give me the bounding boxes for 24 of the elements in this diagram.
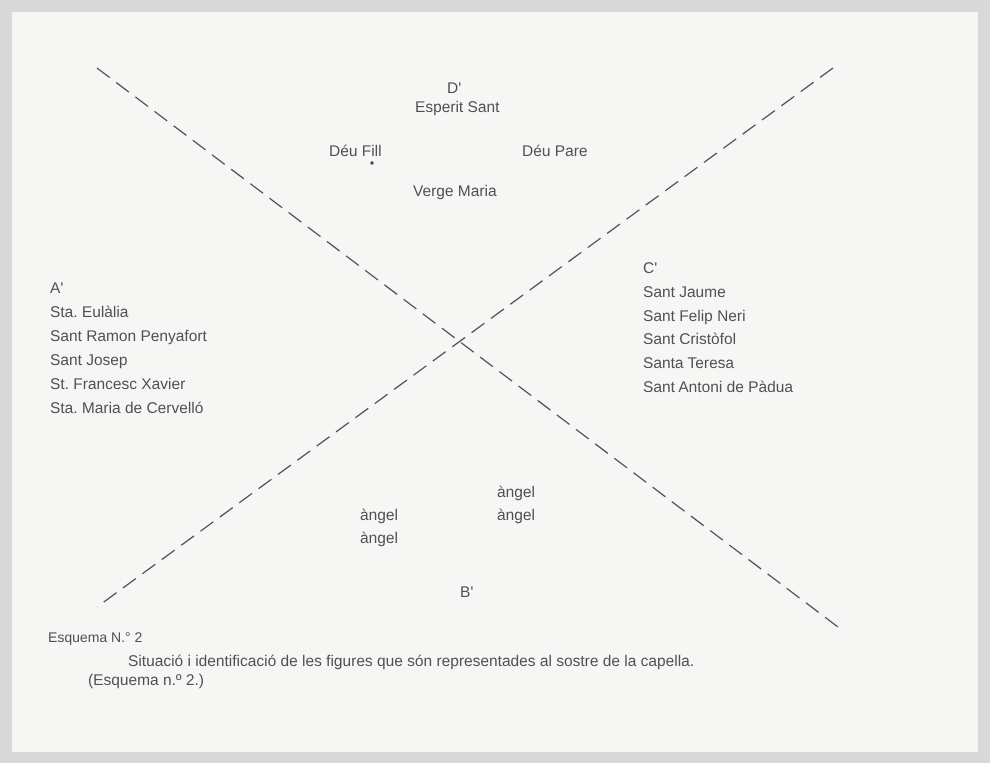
figure-name: àngel [497,484,535,502]
figure-name: Sant Felip Neri [643,308,746,326]
figure-name: Sta. Maria de Cervelló [50,400,204,418]
figure-name: Déu Fill [329,143,382,161]
figure-name: St. Francesc Xavier [50,376,186,394]
figure-name: Santa Teresa [643,355,734,373]
quadrant-label: A' [50,280,64,298]
figure-name: àngel [360,530,398,548]
figure-name: àngel [497,507,535,525]
caption: Situació i identificació de les figures que són representades al sostre de la capella. (Esquema n.º 2.) [88,652,696,690]
figure-name: Sant Ramon Penyafort [50,328,207,346]
figure-name: Déu Pare [522,143,588,161]
figure-name: Sant Jaume [643,284,726,302]
figure-name: Sant Josep [50,352,128,370]
scheme-number: Esquema N.° 2 [48,628,142,646]
figure-name: Esperit Sant [415,99,500,117]
figure-name: àngel [360,507,398,525]
figure-name: Sant Antoni de Pàdua [643,379,793,397]
figure-name: Sant Cristòfol [643,331,736,349]
figure-name: Sta. Eulàlia [50,304,128,322]
quadrant-label: C' [643,260,658,278]
quadrant-label: D' [447,80,462,98]
figure-name: Verge Maria [413,183,497,201]
quadrant-label: B' [460,584,474,602]
